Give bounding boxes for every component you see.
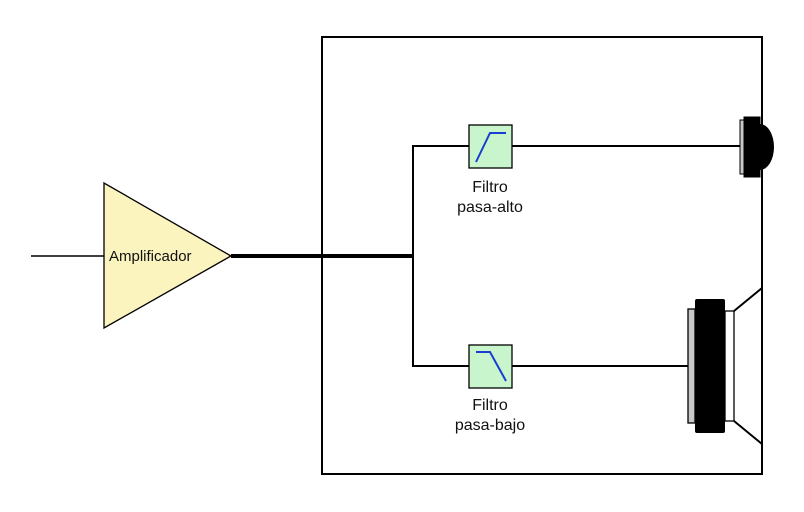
low-pass-filter — [468, 344, 513, 389]
high-pass-curve-icon — [475, 132, 506, 163]
low-pass-label-line2: pasa-bajo — [455, 417, 525, 434]
woofer-icon — [687, 287, 763, 445]
amplifier-label: Amplificador — [109, 248, 192, 265]
high-pass-filter — [468, 124, 513, 169]
low-pass-label-line1: Filtro — [472, 397, 508, 414]
high-pass-label-line2: pasa-alto — [457, 199, 523, 216]
amplifier-triangle — [103, 181, 233, 330]
low-pass-curve-icon — [476, 351, 507, 382]
tweeter-icon — [739, 116, 774, 178]
high-pass-label-line1: Filtro — [472, 179, 508, 196]
